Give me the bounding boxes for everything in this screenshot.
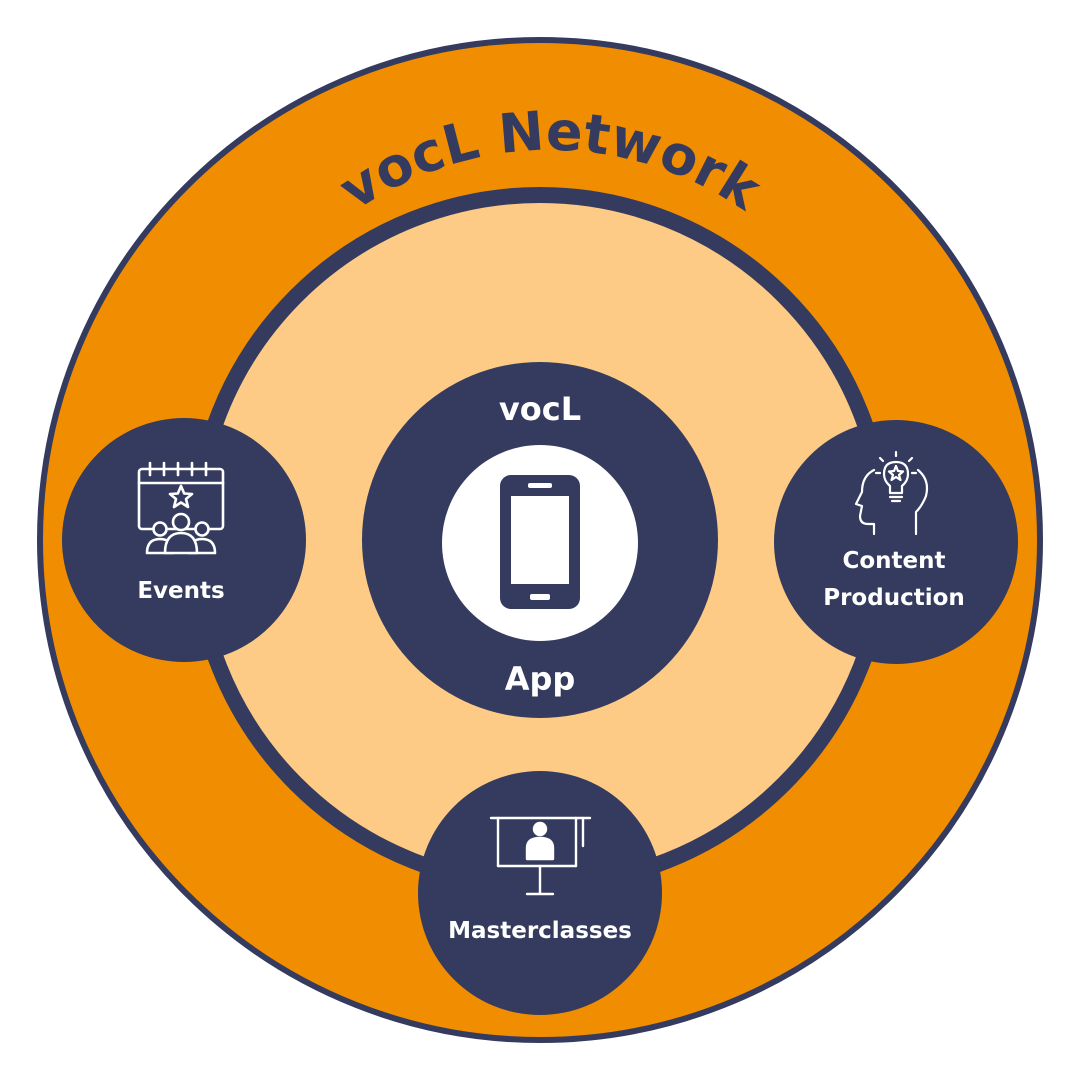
events-label: Events <box>137 578 224 604</box>
content-production-node[interactable]: Content Production <box>774 420 1018 664</box>
center-bottom-label: App <box>505 660 576 698</box>
content-production-circle <box>774 420 1018 664</box>
smartphone-icon <box>500 475 580 609</box>
events-node[interactable]: Events <box>62 418 306 662</box>
presentation-screen-icon <box>489 816 592 896</box>
masterclasses-label: Masterclasses <box>448 918 632 944</box>
content-production-label-line1: Content <box>842 548 945 574</box>
masterclasses-node[interactable]: Masterclasses <box>418 771 662 1015</box>
head-lightbulb-icon <box>854 450 929 536</box>
center-top-label: vocL <box>499 390 581 428</box>
center-app-node: vocL App <box>362 362 718 718</box>
calendar-audience-icon <box>137 461 225 555</box>
content-production-label-line2: Production <box>823 585 965 611</box>
